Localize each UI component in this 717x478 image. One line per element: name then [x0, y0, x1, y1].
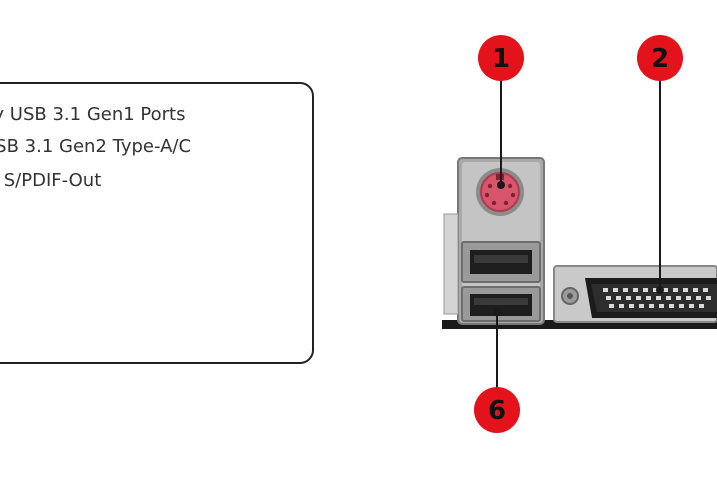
callout-6-dot [493, 308, 501, 316]
callout-2-dot [656, 286, 664, 294]
usb-port-upper [461, 241, 541, 283]
callout-1-label: 1 [492, 44, 510, 74]
legend-line-1: dy USB 3.1 Gen1 Ports [0, 104, 186, 125]
callout-6-label: 6 [488, 396, 506, 426]
legend-line-3: al S/PDIF-Out [0, 170, 102, 191]
callout-1-badge: 1 [478, 35, 524, 81]
callout-1-dot [497, 181, 505, 189]
legend-line-2: USB 3.1 Gen2 Type-A/C [0, 136, 192, 157]
callout-2-label: 2 [651, 44, 669, 74]
dvi-port [553, 265, 717, 323]
legend-box: dy USB 3.1 Gen1 Ports USB 3.1 Gen2 Type-… [0, 82, 314, 364]
usb-port-lower [461, 286, 541, 322]
board-edge [442, 320, 717, 329]
callout-6-badge: 6 [474, 387, 520, 433]
callout-2-badge: 2 [637, 35, 683, 81]
